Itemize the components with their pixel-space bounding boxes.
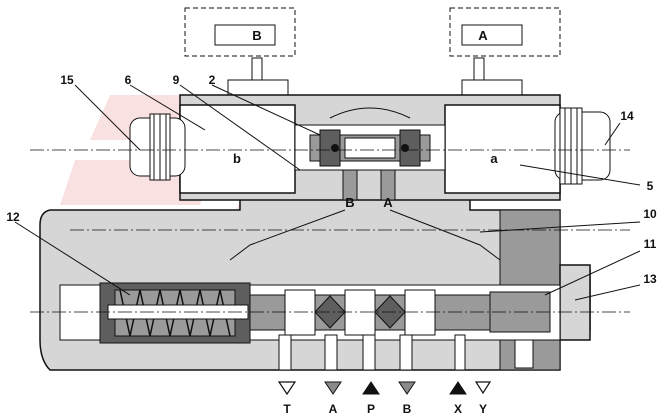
port-y-symbol — [474, 381, 492, 395]
solenoid-coil-b — [179, 104, 296, 194]
port-symbols — [277, 381, 492, 396]
spring-assembly — [99, 282, 251, 344]
callout-9: 9 — [173, 73, 180, 87]
callout-leaders — [14, 84, 641, 301]
callout-6: 6 — [125, 73, 132, 87]
manual-override-right — [554, 107, 611, 185]
port-channels — [278, 334, 534, 371]
pilot-port-a-label: A — [383, 195, 393, 210]
manual-override-left — [129, 113, 186, 181]
solenoid-coil-a — [444, 104, 561, 194]
pilot-channel-left — [229, 209, 346, 261]
port-x-symbol — [449, 381, 467, 395]
pilot-channel-right — [389, 209, 501, 261]
port-a-symbol — [324, 381, 342, 395]
callout-5: 5 — [647, 179, 654, 193]
callout-14: 14 — [620, 109, 634, 123]
pilot-port-b-channel — [342, 169, 358, 201]
port-p-symbol — [362, 381, 380, 395]
port-label-p: P — [367, 402, 375, 416]
port-label-x: X — [454, 402, 462, 416]
callout-12: 12 — [6, 210, 20, 224]
solenoid-letter-b: b — [233, 151, 241, 166]
port-t-symbol — [277, 381, 297, 396]
callout-2: 2 — [209, 73, 216, 87]
plug-label-a: A — [478, 28, 488, 43]
port-b-symbol — [398, 381, 416, 395]
port-label-y: Y — [479, 402, 487, 416]
port-label-t: T — [283, 402, 291, 416]
solenoid-letter-a: a — [490, 151, 498, 166]
callout-15: 15 — [60, 73, 74, 87]
main-spool — [249, 289, 551, 336]
callout-10: 10 — [643, 207, 657, 221]
callout-11: 11 — [644, 237, 657, 251]
port-label-b: B — [403, 402, 412, 416]
connector-plug-left: B — [184, 7, 296, 57]
plug-label-b: B — [252, 28, 261, 43]
pilot-port-a-channel — [380, 169, 396, 201]
callout-13: 13 — [643, 272, 657, 286]
pilot-spool — [294, 107, 446, 171]
pilot-port-b-label: B — [345, 195, 354, 210]
connector-plug-right: A — [449, 7, 561, 57]
pin-left — [251, 57, 263, 81]
port-label-a: A — [329, 402, 338, 416]
pin-right — [473, 57, 485, 81]
